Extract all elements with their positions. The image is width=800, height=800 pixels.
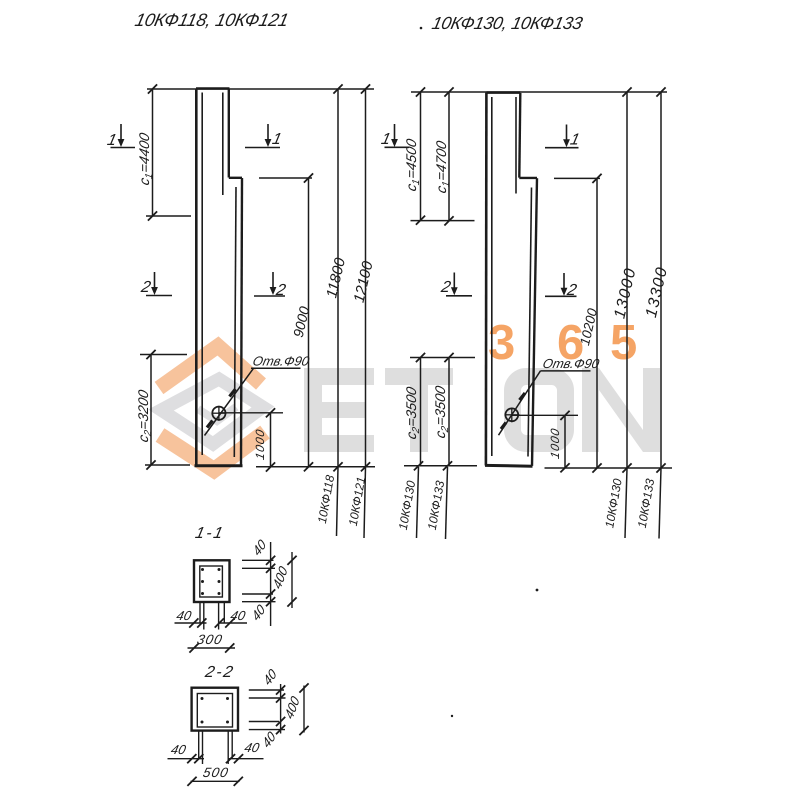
- svg-text:500: 500: [202, 765, 231, 780]
- svg-text:c2=3500: c2=3500: [432, 384, 451, 440]
- svg-text:10КФ130: 10КФ130: [396, 479, 418, 531]
- svg-text:9000: 9000: [290, 305, 313, 339]
- svg-text:40: 40: [260, 728, 279, 751]
- svg-text:10КФ118, 10КФ121: 10КФ118, 10КФ121: [133, 10, 290, 30]
- svg-text:40: 40: [261, 665, 280, 688]
- svg-text:5: 5: [610, 316, 637, 370]
- svg-text:1: 1: [569, 131, 582, 149]
- svg-text:2: 2: [565, 281, 579, 299]
- svg-text:1: 1: [271, 130, 284, 148]
- svg-text:2: 2: [139, 278, 153, 296]
- svg-text:1000: 1000: [253, 427, 267, 461]
- svg-text:2: 2: [274, 281, 288, 299]
- svg-text:400: 400: [282, 693, 303, 722]
- svg-text:10КФ133: 10КФ133: [425, 479, 447, 531]
- svg-text:10КФ130: 10КФ130: [602, 477, 624, 529]
- svg-text:Отв.Ф90: Отв.Ф90: [541, 356, 601, 371]
- svg-text:40: 40: [229, 608, 247, 623]
- svg-text:c1=4500: c1=4500: [403, 137, 422, 193]
- svg-text:1-1: 1-1: [194, 524, 227, 542]
- svg-text:40: 40: [249, 601, 268, 624]
- svg-text:300: 300: [196, 632, 225, 647]
- svg-text:1: 1: [106, 131, 119, 149]
- svg-text:1: 1: [380, 130, 393, 148]
- svg-text:400: 400: [270, 563, 291, 592]
- svg-text:10КФ130, 10КФ133: 10КФ130, 10КФ133: [430, 13, 584, 33]
- svg-text:40: 40: [175, 608, 193, 623]
- svg-text:1000: 1000: [548, 426, 562, 460]
- svg-text:Отв.Ф90: Отв.Ф90: [251, 354, 311, 369]
- svg-text:10КФ118: 10КФ118: [315, 474, 337, 525]
- svg-text:13300: 13300: [643, 265, 671, 319]
- svg-text:40: 40: [250, 536, 269, 559]
- svg-text:13000: 13000: [611, 266, 639, 320]
- svg-text:11800: 11800: [323, 256, 349, 300]
- svg-text:12100: 12100: [351, 259, 377, 304]
- svg-text:2: 2: [439, 278, 453, 296]
- svg-text:40: 40: [170, 742, 188, 757]
- svg-text:10КФ133: 10КФ133: [635, 477, 657, 529]
- svg-text:40: 40: [243, 740, 261, 755]
- svg-text:6: 6: [557, 316, 584, 370]
- svg-text:2-2: 2-2: [203, 663, 237, 681]
